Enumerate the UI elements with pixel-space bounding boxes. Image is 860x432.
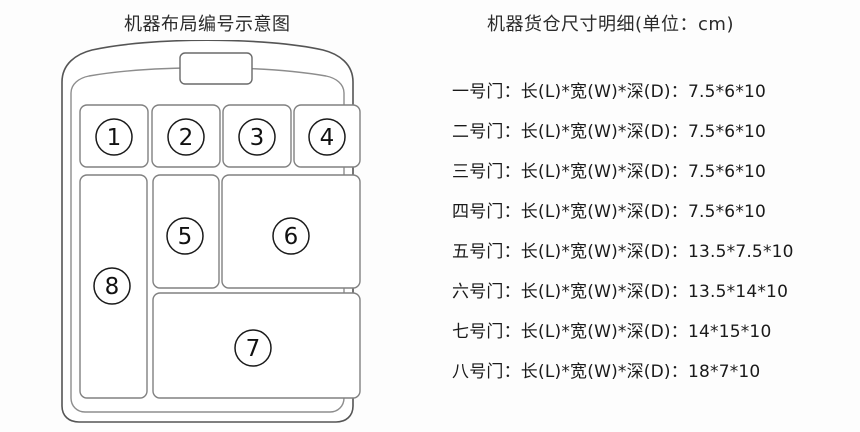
- compartment-1-circle: [95, 118, 133, 156]
- compartment-3-label: 3: [250, 125, 265, 151]
- compartment-4-circle: [308, 118, 346, 156]
- compartment-5-circle: [166, 217, 204, 255]
- compartment-1[interactable]: 1: [79, 104, 149, 168]
- compartment-5-label: 5: [178, 224, 193, 250]
- display-panel: [179, 52, 253, 85]
- compartment-6[interactable]: 6: [221, 174, 361, 289]
- right-panel-title: 机器货仓尺寸明细(单位：cm): [487, 14, 734, 35]
- compartment-4-label: 4: [320, 125, 335, 151]
- compartment-2-label: 2: [179, 125, 194, 151]
- compartment-specs-list: 一号门：长(L)*宽(W)*深(D)：7.5*6*10 二号门：长(L)*宽(W…: [452, 72, 852, 392]
- compartment-2[interactable]: 2: [151, 104, 221, 168]
- spec-line-7: 七号门：长(L)*宽(W)*深(D)：14*15*10: [452, 322, 772, 342]
- compartment-7-circle: [234, 329, 272, 367]
- left-panel-title: 机器布局编号示意图: [124, 14, 291, 35]
- compartment-8[interactable]: 8: [79, 174, 148, 399]
- compartment-8-circle: [93, 267, 131, 305]
- spec-line-1: 一号门：长(L)*宽(W)*深(D)：7.5*6*10: [452, 82, 767, 102]
- machine-svg: 1 2 3 4 8: [61, 40, 361, 423]
- spec-line-4: 四号门：长(L)*宽(W)*深(D)：7.5*6*10: [452, 202, 767, 222]
- compartment-6-circle: [272, 217, 310, 255]
- machine-layout-diagram: 1 2 3 4 8: [40, 40, 385, 430]
- compartment-1-label: 1: [107, 125, 122, 151]
- compartment-3-circle: [238, 118, 276, 156]
- compartment-2-circle: [167, 118, 205, 156]
- compartment-7-label: 7: [246, 336, 261, 362]
- compartment-8-label: 8: [105, 274, 120, 300]
- compartment-3[interactable]: 3: [222, 104, 292, 168]
- spec-line-6: 六号门：长(L)*宽(W)*深(D)：13.5*14*10: [452, 282, 789, 302]
- compartment-7[interactable]: 7: [152, 292, 361, 399]
- compartment-5[interactable]: 5: [152, 174, 220, 289]
- spec-line-8: 八号门：长(L)*宽(W)*深(D)：18*7*10: [452, 362, 761, 382]
- compartment-6-label: 6: [284, 224, 299, 250]
- spec-line-3: 三号门：长(L)*宽(W)*深(D)：7.5*6*10: [452, 162, 767, 182]
- compartment-4[interactable]: 4: [293, 104, 361, 168]
- spec-line-2: 二号门：长(L)*宽(W)*深(D)：7.5*6*10: [452, 122, 767, 142]
- spec-line-5: 五号门：长(L)*宽(W)*深(D)：13.5*7.5*10: [452, 242, 794, 262]
